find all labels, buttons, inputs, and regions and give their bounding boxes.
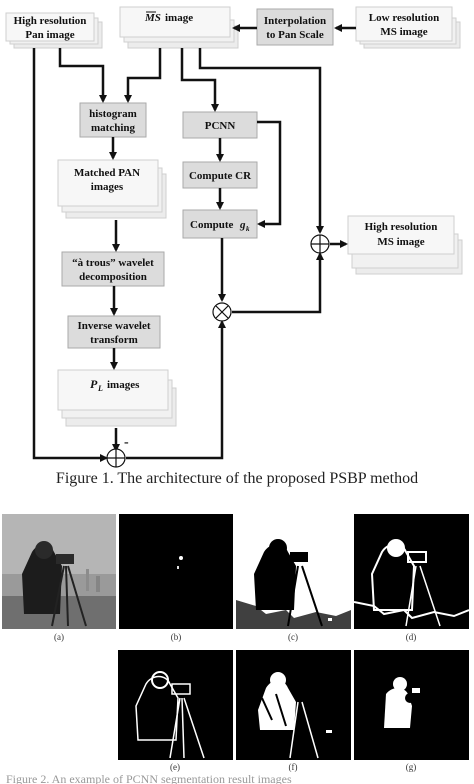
ms-image-stack: MS image [119, 6, 239, 49]
pl-symbol: P [90, 377, 98, 391]
compute-g-subscript: k [246, 225, 250, 233]
panel-g-label: (g) [405, 762, 417, 772]
pl-images-label: images [107, 379, 140, 391]
a-trous-line1: “à trous” wavelet [72, 257, 154, 269]
panel-c-label: (c) [288, 632, 298, 642]
lower-sum-operator [106, 448, 126, 468]
panel-c-image [236, 514, 351, 629]
upper-sum-operator [310, 234, 330, 254]
compute-gk-box: Compute g k [182, 209, 258, 239]
histogram-line1: histogram [89, 108, 137, 120]
high-res-pan-stack: High resolution Pan image [5, 12, 103, 49]
compute-cr-label: Compute CR [189, 170, 252, 182]
connectors [32, 24, 356, 462]
architecture-diagram: High resolution Pan image MS image Inter… [5, 6, 463, 468]
panel-g-image [354, 650, 469, 760]
matched-pan-line1: Matched PAN [74, 167, 140, 179]
multiply-operator [212, 302, 232, 322]
low-res-ms-line2: MS image [380, 26, 427, 38]
matched-pan-line2: images [91, 181, 124, 193]
pl-subscript: L [97, 384, 103, 393]
interpolation-box: Interpolation to Pan Scale [256, 8, 334, 46]
a-trous-box: “à trous” wavelet decomposition [61, 251, 165, 287]
panel-d-image [354, 514, 469, 629]
histogram-matching-box: histogram matching [79, 102, 147, 138]
high-res-pan-line1: High resolution [14, 15, 87, 27]
high-res-ms-out-line2: MS image [377, 236, 424, 248]
compute-cr-box: Compute CR [182, 161, 258, 189]
panel-b-image [119, 514, 233, 629]
inverse-line1: Inverse wavelet [77, 320, 150, 332]
histogram-line2: matching [91, 122, 136, 134]
panel-f-label: (f) [288, 762, 298, 772]
ms-image-label: image [165, 12, 193, 24]
figure2-caption-partial: Figure 2. An example of PCNN segmentatio… [6, 772, 292, 784]
a-trous-line2: decomposition [79, 271, 147, 283]
high-res-ms-output-stack: High resolution MS image [347, 215, 463, 275]
inverse-line2: transform [90, 334, 138, 346]
minus-sign: - [124, 435, 129, 450]
panel-f-image [236, 650, 351, 760]
panel-d-label: (d) [405, 632, 417, 642]
panel-b-label: (b) [170, 632, 182, 642]
panel-a-label: (a) [54, 632, 64, 642]
pl-images-stack: P L images [57, 369, 177, 427]
low-res-ms-line1: Low resolution [369, 12, 439, 24]
ms-symbol: MS [144, 12, 161, 24]
interp-line2: to Pan Scale [266, 29, 324, 41]
high-res-pan-line2: Pan image [25, 29, 74, 41]
compute-g-label: Compute [190, 219, 234, 231]
high-res-ms-out-line1: High resolution [365, 221, 438, 233]
panel-a-image [2, 514, 116, 629]
figure-caption: Figure 1. The architecture of the propos… [55, 470, 419, 487]
panel-e-label: (e) [170, 762, 180, 772]
pcnn-label: PCNN [205, 120, 236, 132]
compute-g-symbol: g [239, 219, 246, 231]
interp-line1: Interpolation [264, 15, 326, 27]
low-res-ms-stack: Low resolution MS image [355, 6, 461, 49]
matched-pan-stack: Matched PAN images [57, 159, 167, 219]
pcnn-box: PCNN [182, 111, 258, 139]
panel-e-image [118, 650, 233, 760]
inverse-wavelet-box: Inverse wavelet transform [67, 315, 161, 349]
